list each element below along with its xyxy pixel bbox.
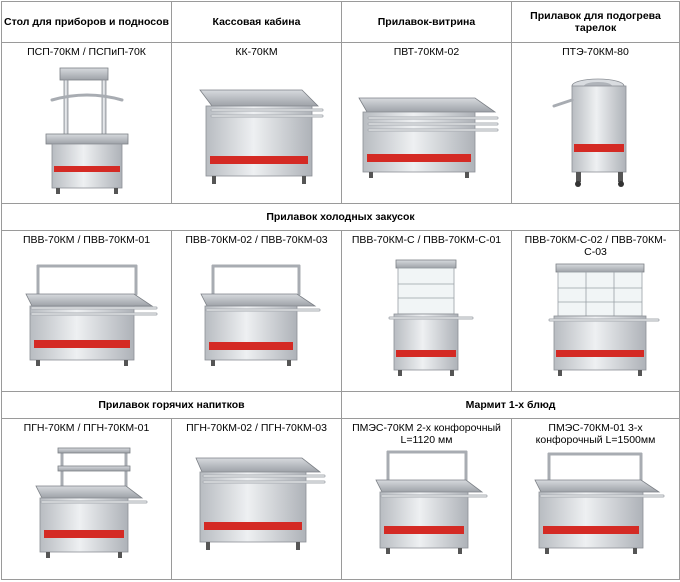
model-label: ПВВ-70КМ-С-02 / ПВВ-70КМ-С-03 — [524, 234, 667, 258]
header-cell: Стол для приборов и подносов — [1, 1, 172, 43]
model-label: ПВТ-70КМ-02 — [393, 46, 460, 58]
product-cell: ПГН-70КМ / ПГН-70КМ-01 — [1, 418, 172, 580]
model-label: ПГН-70КМ-02 / ПГН-70КМ-03 — [186, 422, 327, 434]
section-row: Прилавок холодных закусок — [1, 203, 680, 231]
model-label: ПМЭС-70КМ 2-х конфорочный L=1120 мм — [352, 422, 501, 446]
hot-drinks-counter-image — [34, 447, 147, 558]
product-cell: КК-70КМ — [171, 42, 342, 204]
section-row: Прилавок горячих напитков Мармит 1-х блю… — [1, 391, 680, 419]
header-cell: Прилавок-витрина — [341, 1, 512, 43]
plate-warmer-image — [552, 78, 626, 187]
product-cell: ПГН-70КМ-02 / ПГН-70КМ-03 — [171, 418, 342, 580]
cash-booth-image — [198, 89, 323, 184]
model-label: КК-70КМ — [235, 46, 278, 58]
model-label: ПТЭ-70КМ-80 — [562, 46, 629, 58]
section-title: Прилавок горячих напитков — [1, 391, 342, 419]
cutlery-tray-table-image — [45, 67, 128, 194]
product-cell: ПВВ-70КМ-С / ПВВ-70КМ-С-01 — [341, 230, 512, 392]
cold-counter-image — [199, 264, 320, 366]
model-label: ПВВ-70КМ / ПВВ-70КМ-01 — [22, 234, 151, 246]
section-title: Мармит 1-х блюд — [341, 391, 680, 419]
product-cell: ПВТ-70КМ-02 — [341, 42, 512, 204]
product-cell: ПВВ-70КМ-С-02 / ПВВ-70КМ-С-03 — [511, 230, 680, 392]
cold-counter-image — [24, 264, 157, 366]
product-cell: ПВВ-70КМ-02 / ПВВ-70КМ-03 — [171, 230, 342, 392]
header-row: Стол для приборов и подносов Кассовая ка… — [1, 1, 680, 43]
refrigerated-showcase-image — [548, 263, 659, 376]
product-row: ПГН-70КМ / ПГН-70КМ-01 ПГН-70КМ-02 / ПГН… — [1, 418, 680, 580]
product-cell: ПМЭС-70КМ 2-х конфорочный L=1120 мм — [341, 418, 512, 580]
model-label: ПГН-70КМ / ПГН-70КМ-01 — [23, 422, 150, 434]
product-cell: ПВВ-70КМ / ПВВ-70КМ-01 — [1, 230, 172, 392]
model-label: ПВВ-70КМ-С / ПВВ-70КМ-С-01 — [351, 234, 502, 246]
model-label: ПМЭС-70КМ-01 3-х конфорочный L=1500мм — [535, 422, 656, 446]
display-counter-image — [357, 97, 498, 178]
product-row: ПВВ-70КМ / ПВВ-70КМ-01 ПВВ-70КМ-02 / ПВВ… — [1, 230, 680, 392]
hot-drinks-counter-image — [194, 457, 325, 550]
model-label: ПВВ-70КМ-02 / ПВВ-70КМ-03 — [185, 234, 328, 246]
product-cell: ПТЭ-70КМ-80 — [511, 42, 680, 204]
header-cell: Прилавок для подогрева тарелок — [511, 1, 680, 43]
product-row: ПСП-70КМ / ПСПиП-70К КК-70КМ — [1, 42, 680, 204]
refrigerated-showcase-image — [388, 259, 473, 376]
marmite-image — [533, 452, 664, 554]
product-cell: ПМЭС-70КМ-01 3-х конфорочный L=1500мм — [511, 418, 680, 580]
marmite-image — [374, 450, 487, 554]
product-cell: ПСП-70КМ / ПСПиП-70К — [1, 42, 172, 204]
model-label: ПСП-70КМ / ПСПиП-70К — [27, 46, 146, 58]
section-title: Прилавок холодных закусок — [1, 203, 680, 231]
header-cell: Кассовая кабина — [171, 1, 342, 43]
